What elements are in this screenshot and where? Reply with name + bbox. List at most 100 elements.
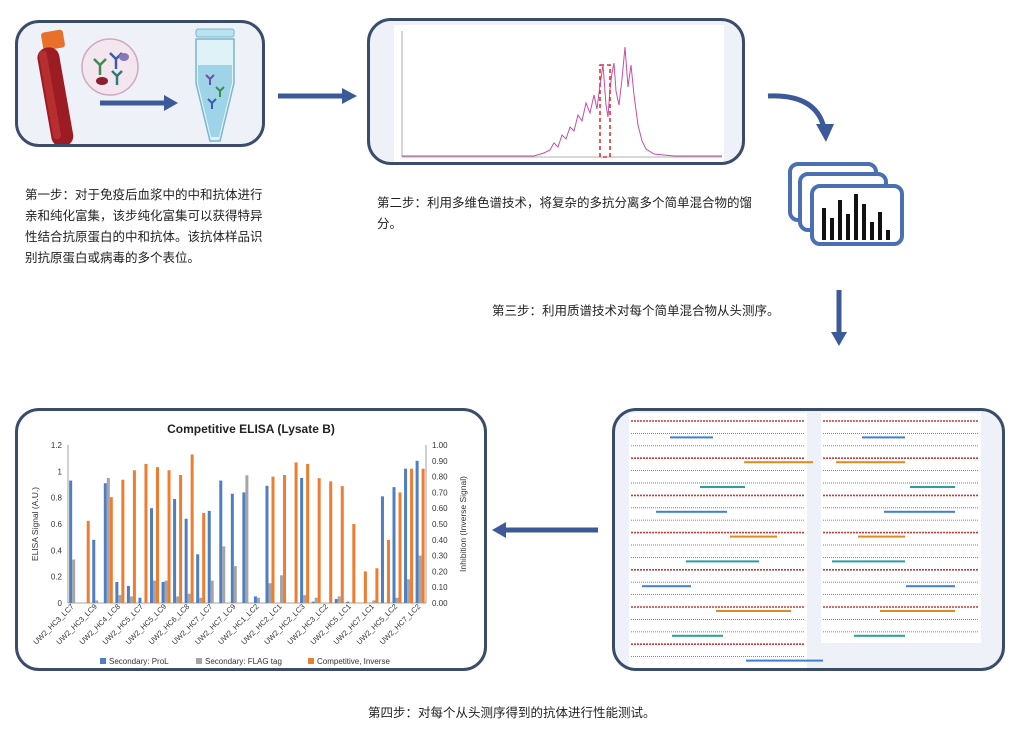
bar-prol [404, 468, 408, 603]
bar-competitive [363, 571, 367, 603]
y-tick-label: 0.4 [51, 546, 63, 555]
y2-tick-label: 0.90 [432, 457, 448, 466]
bar-flag [187, 593, 191, 603]
peptide-coverage-bar [884, 510, 955, 513]
bar-prol [242, 492, 246, 603]
bar-flag [280, 575, 284, 603]
bar-flag [372, 600, 376, 603]
bar-competitive [144, 463, 148, 603]
bar-prol [334, 599, 338, 603]
bar-flag [337, 596, 341, 603]
arrow-icon [100, 95, 178, 111]
bar-prol [346, 601, 350, 603]
y-tick-label: 1 [58, 467, 63, 476]
peptide-coverage-bar [686, 560, 759, 563]
chromatogram-icon [394, 25, 724, 162]
bar-flag [407, 579, 411, 603]
bar-flag [245, 475, 249, 603]
bar-competitive [340, 486, 344, 603]
y2-tick-label: 0.10 [432, 583, 448, 592]
bar-prol [149, 508, 153, 603]
bar-competitive [167, 470, 171, 603]
bar-competitive [132, 470, 136, 603]
y2-tick-label: 0.30 [432, 552, 448, 561]
bar-prol [196, 554, 200, 603]
bar-prol [380, 496, 384, 603]
legend-swatch [196, 658, 202, 664]
bar-competitive [352, 524, 356, 603]
bar-flag [95, 600, 99, 603]
bar-competitive [202, 512, 206, 603]
step3-text: 第三步：利用质谱技术对每个简单混合物从头测序。 [492, 303, 780, 318]
bar-prol [265, 485, 269, 603]
legend-entry: Competitive, Inverse [317, 657, 390, 666]
y2-tick-label: 0.60 [432, 504, 448, 513]
bar-prol [103, 483, 107, 603]
bar-competitive [283, 475, 287, 603]
bar-flag [129, 596, 133, 603]
bar-prol [69, 480, 73, 603]
bar-prol [300, 477, 304, 603]
step2-panel [367, 18, 745, 165]
bar-prol [184, 518, 188, 603]
peptide-coverage-bar [730, 535, 777, 538]
bar-prol [219, 480, 223, 603]
bar-competitive [121, 479, 125, 603]
y2-tick-label: 0.80 [432, 473, 448, 482]
bar-flag [176, 596, 180, 603]
bar-competitive [386, 539, 390, 603]
bar-flag [152, 580, 156, 603]
y-tick-label: 0.2 [51, 573, 63, 582]
eppendorf-tube-icon [195, 28, 235, 142]
peptide-coverage-bar [670, 436, 713, 439]
peptide-coverage-bar [906, 585, 955, 588]
bar-flag [199, 597, 203, 603]
bar-competitive [294, 462, 298, 603]
y2-axis-label: Inhibition (Inverse Signal) [458, 476, 468, 572]
peptide-coverage-bar [700, 486, 745, 488]
y2-tick-label: 0.70 [432, 488, 448, 497]
peptide-coverage-bar [862, 436, 905, 439]
peptide-coverage-bar [854, 634, 905, 637]
peptide-coverage-bar [832, 560, 905, 563]
arrow-3-to-4 [831, 290, 847, 346]
arrow-1-to-2 [278, 88, 357, 104]
peptide-coverage-bar [858, 535, 905, 538]
bar-prol [415, 460, 419, 603]
bar-flag [268, 583, 272, 603]
step1-text: 第一步：对于免疫后血浆中的中和抗体进行亲和纯化富集，该步纯化富集可以获得特异性结… [25, 187, 263, 265]
bar-prol [207, 510, 211, 603]
y2-tick-label: 0.00 [432, 599, 448, 608]
bar-competitive [179, 475, 183, 603]
bar-competitive [190, 454, 194, 603]
y-tick-label: 0.8 [51, 494, 63, 503]
bar-flag [164, 580, 168, 603]
bar-competitive [421, 468, 425, 603]
peptide-coverage-bar [672, 634, 723, 637]
peptide-coverage-bar [836, 461, 905, 464]
y-axis-label: ELISA Signal (A.U.) [30, 487, 40, 561]
step4-sequence-panel [612, 408, 1005, 671]
x-tick-label: UW2_HC7_LC2 [378, 602, 422, 646]
y2-tick-label: 1.00 [432, 441, 448, 450]
bar-prol [230, 493, 234, 603]
bar-competitive [271, 476, 275, 603]
bar-flag [395, 597, 399, 603]
bar-prol [392, 487, 396, 603]
arrow-2-to-3 [767, 93, 834, 142]
peptide-coverage-bar [656, 510, 727, 513]
step2-text: 第二步：利用多维色谱技术，将复杂的多抗分离多个简单混合物的馏分。 [377, 195, 753, 231]
bar-competitive [109, 497, 113, 603]
bar-flag [106, 477, 110, 603]
bar-competitive [329, 481, 333, 603]
bar-prol [138, 597, 142, 603]
bar-prol [311, 601, 315, 603]
bar-prol [253, 596, 257, 603]
legend-swatch [100, 658, 106, 664]
bar-prol [92, 539, 96, 603]
bar-prol [173, 498, 177, 603]
legend-entry: Secondary: FLAG tag [205, 657, 282, 666]
antibody-cluster-icon [81, 38, 139, 96]
y2-tick-label: 0.40 [432, 536, 448, 545]
